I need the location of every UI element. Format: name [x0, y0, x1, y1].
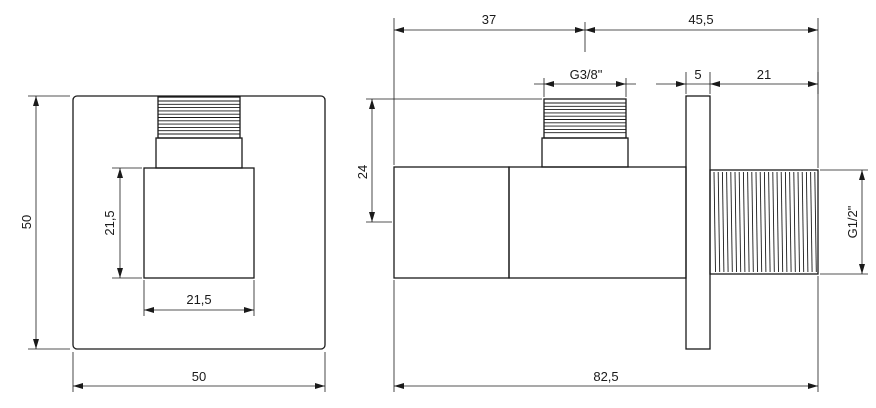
dim-length-from-axis-label: 45,5 [688, 12, 713, 27]
thread-line [726, 171, 729, 273]
dim-height-to-top: 24 [355, 98, 542, 223]
thread-line [805, 171, 809, 273]
thread-line [751, 171, 754, 273]
dim-inner-height: 21,5 [102, 167, 142, 279]
side-top-thread-outline [543, 98, 627, 139]
thread-line [768, 171, 771, 273]
side-top-thread [544, 102, 626, 134]
dim-inner-width-label: 21,5 [186, 292, 211, 307]
thread-line [801, 171, 805, 273]
dim-side-thread: G1/2" [820, 169, 868, 275]
thread-line [721, 171, 725, 273]
side-view: 37 45,5 G3/8" 5 21 [355, 12, 868, 392]
dim-inner-height-label: 21,5 [102, 210, 117, 235]
dim-body-width-label: 50 [192, 369, 206, 384]
thread-line [742, 171, 746, 273]
thread-line [713, 171, 716, 273]
dim-total-length-label: 82,5 [593, 369, 618, 384]
dim-flange-thickness-label: 5 [694, 67, 701, 82]
dim-thread-length-label: 21 [757, 67, 771, 82]
thread-line [772, 171, 775, 273]
dim-side-thread-label: G1/2" [845, 205, 860, 238]
thread-line [747, 171, 750, 273]
side-body-left [393, 166, 510, 279]
dim-total-length: 82,5 [393, 276, 819, 392]
thread-line [734, 171, 737, 273]
side-thread [713, 171, 817, 273]
front-thread [158, 100, 240, 135]
thread-line [810, 171, 813, 273]
dim-height-to-top-label: 24 [355, 165, 370, 179]
dim-length-to-axis-label: 37 [482, 12, 496, 27]
front-body-outline [72, 95, 326, 350]
thread-line [763, 171, 767, 273]
thread-line [755, 171, 758, 273]
thread-line [814, 171, 817, 273]
side-thread-outline [709, 169, 819, 275]
dim-body-height: 50 [19, 95, 70, 350]
side-neck [541, 137, 629, 168]
dim-top-thread-label: G3/8" [570, 67, 603, 82]
thread-line [738, 171, 742, 273]
thread-line [789, 171, 792, 273]
side-body-right [508, 166, 687, 279]
dim-flange-thread: 5 21 [656, 67, 819, 94]
front-view: 50 21,5 21,5 50 [19, 95, 326, 392]
thread-line [730, 171, 733, 273]
thread-line [797, 171, 800, 273]
thread-line [759, 171, 763, 273]
dim-top-lengths: 37 45,5 [393, 12, 819, 168]
front-neck [155, 137, 243, 169]
dim-body-height-label: 50 [19, 215, 34, 229]
thread-line [717, 171, 721, 273]
dim-body-width: 50 [72, 352, 326, 392]
side-flange [685, 95, 711, 350]
thread-line [780, 171, 784, 273]
front-inner-square [143, 167, 255, 279]
thread-line [776, 171, 779, 273]
thread-line [793, 171, 796, 273]
thread-line [784, 171, 788, 273]
dim-top-thread: G3/8" [534, 67, 636, 97]
dim-inner-width: 21,5 [143, 280, 255, 316]
